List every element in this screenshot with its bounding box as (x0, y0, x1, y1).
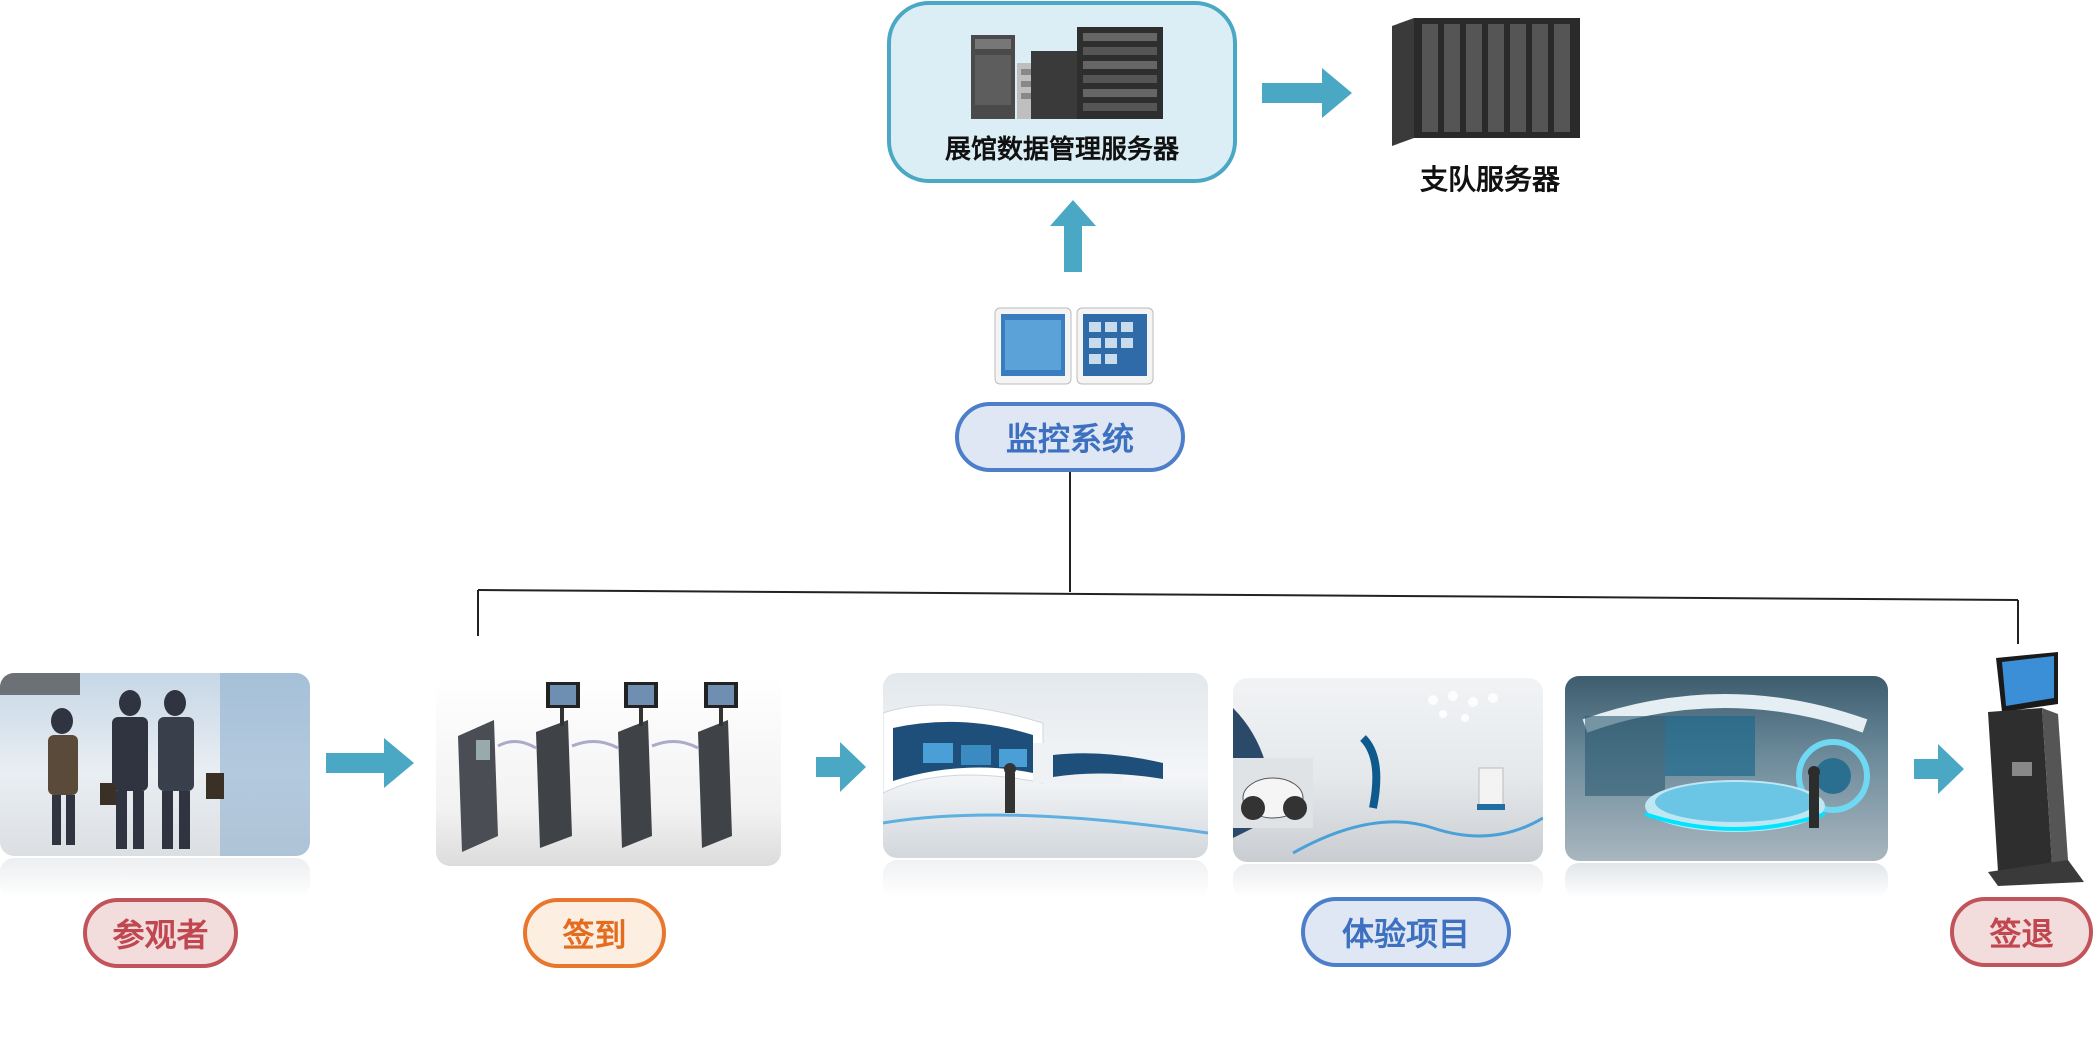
rack-server-icon (1392, 18, 1580, 146)
turnstile-photo (436, 676, 781, 866)
arrow-right-icon (1262, 68, 1352, 118)
arrow-right-icon (1914, 744, 1964, 794)
arrow-right-icon (816, 742, 866, 792)
visitor-photo-reflection (0, 858, 310, 898)
exhibit-hall-photo-2-reflection (1233, 864, 1543, 898)
experience-label: 体验项目 (1301, 897, 1511, 967)
kiosk-icon (1988, 652, 2084, 886)
check-out-label: 签退 (1950, 897, 2093, 967)
exhibit-hall-photo-3 (1565, 676, 1888, 861)
exhibition-server-box: 展馆数据管理服务器 (887, 1, 1237, 183)
exhibit-hall-photo-3-reflection (1565, 863, 1888, 898)
exhibition-server-label: 展馆数据管理服务器 (944, 135, 1179, 165)
detachment-server-label: 支队服务器 (1419, 163, 1560, 196)
visitor-label: 参观者 (83, 898, 238, 968)
visitor-photo (0, 673, 310, 856)
monitor-tablets-icon (994, 307, 1154, 385)
exhibit-hall-photo-2 (1233, 678, 1543, 862)
exhibit-hall-photo-1-reflection (883, 860, 1208, 898)
arrow-right-icon (326, 738, 414, 788)
check-in-label: 签到 (523, 898, 666, 968)
server-cluster-icon (971, 27, 1163, 119)
exhibit-hall-photo-1 (883, 673, 1208, 858)
arrow-up-icon (1050, 200, 1096, 272)
monitoring-system-label: 监控系统 (955, 402, 1185, 472)
